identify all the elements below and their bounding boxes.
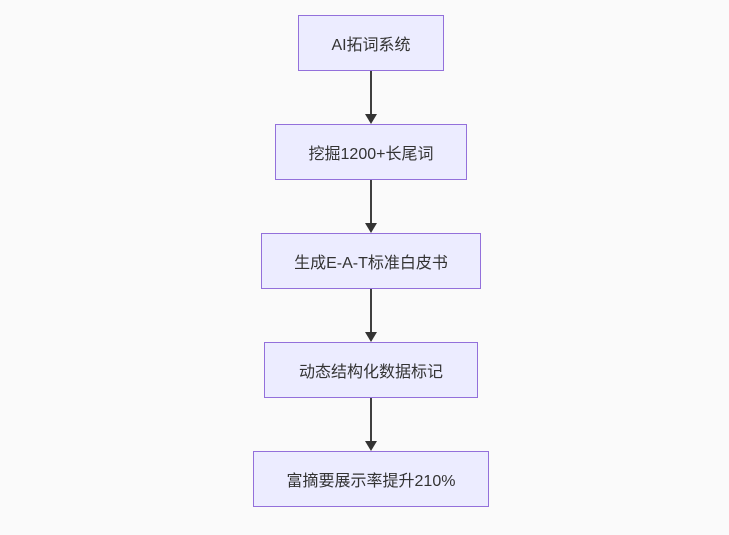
flow-arrow-2: [365, 180, 377, 233]
node-eat-whitepaper-generation: 生成E-A-T标准白皮书: [261, 233, 481, 289]
node-dynamic-structured-data-markup: 动态结构化数据标记: [264, 342, 478, 398]
flow-arrow-3: [365, 289, 377, 342]
flow-arrow-4: [365, 398, 377, 451]
node-rich-snippet-rate-result: 富摘要展示率提升210%: [253, 451, 489, 507]
arrow-line: [370, 71, 372, 114]
arrow-head-down-icon: [365, 223, 377, 233]
node-longtail-keyword-mining: 挖掘1200+长尾词: [275, 124, 467, 180]
arrow-line: [370, 398, 372, 441]
node-ai-expansion-system: AI拓词系统: [298, 15, 444, 71]
flowchart-column: AI拓词系统 挖掘1200+长尾词 生成E-A-T标准白皮书 动态结构化数据标记…: [253, 15, 489, 507]
arrow-head-down-icon: [365, 441, 377, 451]
arrow-line: [370, 180, 372, 223]
arrow-head-down-icon: [365, 114, 377, 124]
arrow-line: [370, 289, 372, 332]
flow-arrow-1: [365, 71, 377, 124]
arrow-head-down-icon: [365, 332, 377, 342]
